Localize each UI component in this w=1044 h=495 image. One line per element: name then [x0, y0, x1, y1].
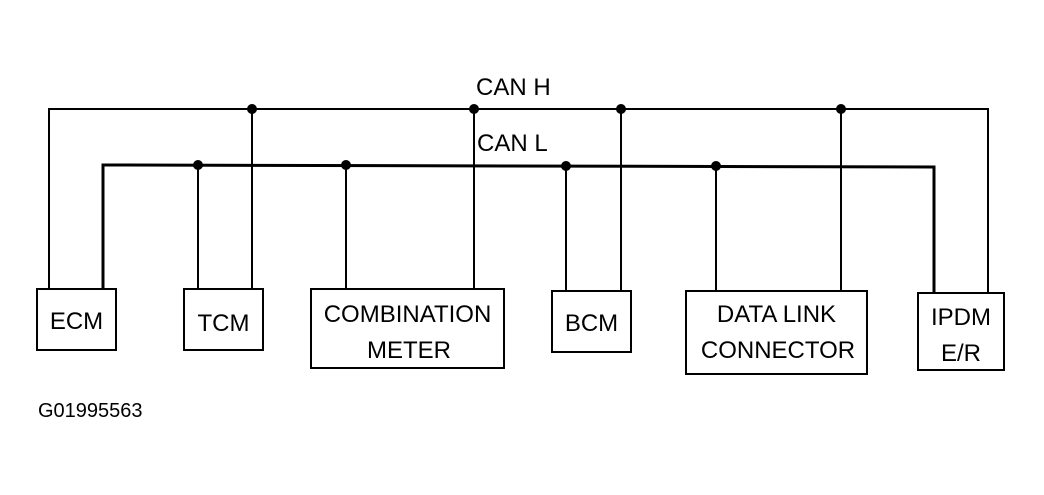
junction-node [469, 104, 479, 114]
data-link-connector-module: DATA LINK CONNECTOR [685, 290, 868, 375]
figure-id: G01995563 [38, 400, 143, 422]
combination-meter-label-line1: COMBINATION [324, 301, 492, 328]
junction-node [247, 104, 257, 114]
bcm-module: BCM [551, 290, 632, 353]
ipdm-label-line2: E/R [941, 340, 981, 367]
can-h-bus [48, 108, 989, 294]
ipdm-label-line1: IPDM [931, 304, 991, 331]
tcm-module: TCM [183, 288, 264, 351]
ecm-module: ECM [36, 288, 117, 351]
can-l-label: CAN L [477, 130, 548, 157]
ecm-label: ECM [50, 308, 103, 335]
data-link-connector-box [685, 290, 868, 375]
ipdm-module: IPDM E/R [917, 292, 1005, 371]
can-l-bus [101, 163, 936, 295]
ipdm-box [917, 292, 1005, 371]
bcm-label: BCM [565, 310, 618, 337]
junction-node [836, 104, 846, 114]
junction-nodes [193, 104, 846, 171]
ecm-box [36, 288, 117, 351]
tcm-label: TCM [198, 310, 250, 337]
bcm-box [551, 290, 632, 353]
tcm-box [183, 288, 264, 351]
data-link-connector-label-line2: CONNECTOR [701, 337, 855, 364]
data-link-connector-label-line1: DATA LINK [717, 301, 836, 328]
combination-meter-module: COMBINATION METER [310, 288, 505, 369]
combination-meter-box [310, 288, 505, 369]
combination-meter-label-line2: METER [367, 337, 451, 364]
can-h-label: CAN H [476, 74, 551, 101]
junction-node [616, 104, 626, 114]
can-h-main-line [48, 108, 989, 294]
junction-node [561, 161, 571, 171]
junction-node [341, 160, 351, 170]
junction-node [193, 160, 203, 170]
junction-node [711, 161, 721, 171]
can-l-main-line [101, 163, 936, 295]
